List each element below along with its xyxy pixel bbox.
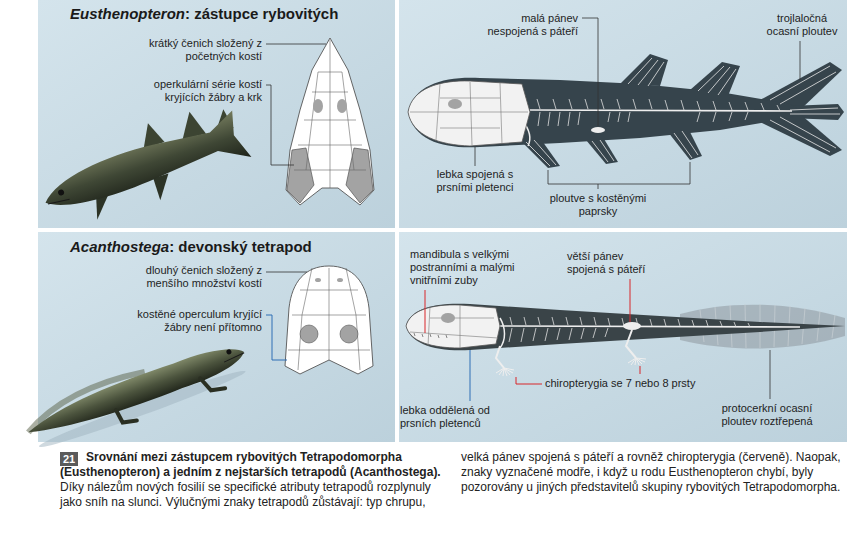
annotation-label: mandibula s velkými postranními a malými…: [410, 248, 518, 287]
annotation-label: lebka spojená s prsními pletenci: [425, 168, 525, 194]
skeleton-drawing: [410, 82, 528, 145]
leader-line: [770, 350, 771, 399]
annotation-label: operkulární série kostí kryjících žábry …: [138, 78, 262, 104]
tetrapod-render: [200, 371, 225, 395]
tetrapod-render: [21, 335, 253, 457]
leader-line: [582, 18, 598, 126]
skull-diagram: [300, 325, 318, 343]
leader-line-red: [516, 377, 542, 384]
figure-caption: Srovnání mezi zástupcem rybovitých Tetra…: [60, 450, 842, 510]
leader-line: [475, 147, 476, 166]
annotation-label: malá pánev nespojená s páteří: [478, 12, 578, 38]
skull-diagram: [285, 266, 373, 374]
skull-diagram: [286, 38, 374, 205]
tetrapod-render: [116, 405, 137, 426]
leader-line-red: [630, 279, 631, 322]
skeleton-drawing: [441, 313, 455, 323]
skeleton-drawing: [626, 330, 636, 358]
genus-name: Acanthostega: [70, 238, 169, 255]
skull-diagram: [340, 325, 358, 343]
skull-diagram: [313, 99, 323, 113]
panel-title: Eusthenopteron: zástupce rybovitých: [70, 5, 338, 23]
skeleton-drawing: [408, 81, 530, 146]
skeleton-drawing: [500, 318, 505, 348]
annotation-label: lebka oddělená od prsních pletenců: [400, 404, 505, 430]
skull-diagram: [315, 278, 321, 282]
fish-render: [48, 197, 70, 206]
skeleton-drawing: [530, 110, 792, 111]
skeleton-drawing: [410, 305, 498, 348]
skeleton-drawing: [408, 78, 800, 148]
genus-name: Eusthenopteron: [70, 5, 185, 22]
leader-line: [548, 162, 690, 184]
skeleton-drawing: [408, 54, 844, 168]
skeleton-drawing: [591, 127, 605, 133]
skull-diagram: [287, 148, 314, 203]
skull-diagram: [285, 266, 373, 374]
skull-diagram: [294, 40, 366, 188]
skull-diagram: [346, 148, 373, 203]
leader-line-blue: [266, 315, 287, 360]
skeleton-drawing: [537, 99, 780, 126]
skeleton-drawing: [496, 346, 504, 368]
skull-diagram: [337, 278, 343, 282]
annotation-label: větší pánev spojená s páteří: [567, 250, 659, 276]
skeleton-drawing: [406, 304, 845, 351]
caption-lead: Srovnání mezi zástupcem rybovitých Tetra…: [60, 450, 441, 479]
panel-ground: [399, 0, 847, 228]
fish-render: [32, 96, 256, 234]
figure-number: 21: [60, 452, 78, 466]
annotation-label: chiropterygia se 7 nebo 8 prsty: [545, 377, 720, 390]
skull-diagram: [288, 268, 370, 370]
panel-ground: [399, 232, 847, 442]
skeleton-drawing: [620, 54, 668, 86]
leader-line: [266, 44, 326, 45]
leader-line: [266, 18, 800, 399]
tetrapod-render: [23, 339, 248, 443]
skeleton-drawing: [623, 322, 641, 330]
skeleton-drawing: [496, 368, 514, 376]
leader-line: [800, 41, 801, 80]
fish-render: [36, 109, 251, 221]
skeleton-drawing: [448, 99, 462, 109]
title-rest: : devonský tetrapod: [169, 238, 312, 255]
annotation-label: krátký čenich složený z početných kostí: [148, 37, 262, 63]
annotation-label: dlouhý čenich složený z menšího množství…: [136, 264, 262, 290]
annotation-label: protocerkní ocasní ploutev roztřepená: [712, 402, 822, 428]
leader-line: [266, 85, 294, 165]
annotation-label: kostěné operculum kryjící žábry není pří…: [130, 308, 262, 334]
leader-line-red: [640, 366, 641, 374]
tetrapod-render: [226, 349, 232, 355]
skeleton-drawing: [406, 305, 500, 348]
tetrapod-render: [223, 353, 244, 362]
skeleton-drawing: [414, 333, 447, 338]
leader-line: [266, 272, 307, 273]
skull-diagram: [286, 38, 374, 205]
skeleton-drawing: [500, 326, 800, 327]
leader-line: [598, 184, 599, 189]
leader-line-blue: [470, 350, 471, 401]
leader-line-blue: [266, 315, 470, 401]
panel-title: Acanthostega: devonský tetrapod: [70, 238, 312, 256]
skeleton-drawing: [628, 358, 646, 365]
leader-line-red: [425, 290, 426, 333]
skeleton-drawing: [406, 304, 845, 376]
annotation-label: ploutve s kostěnými paprsky: [538, 192, 658, 218]
skeleton-drawing: [526, 58, 840, 166]
skull-diagram: [337, 99, 347, 113]
annotation-label: trojlaločná ocasní ploutev: [762, 12, 842, 38]
leader-line-red: [425, 279, 640, 384]
panel-band: Eusthenopteron: zástupce rybovitých: [38, 0, 847, 228]
title-rest: : zástupce rybovitých: [185, 5, 338, 22]
fish-render: [57, 189, 65, 197]
